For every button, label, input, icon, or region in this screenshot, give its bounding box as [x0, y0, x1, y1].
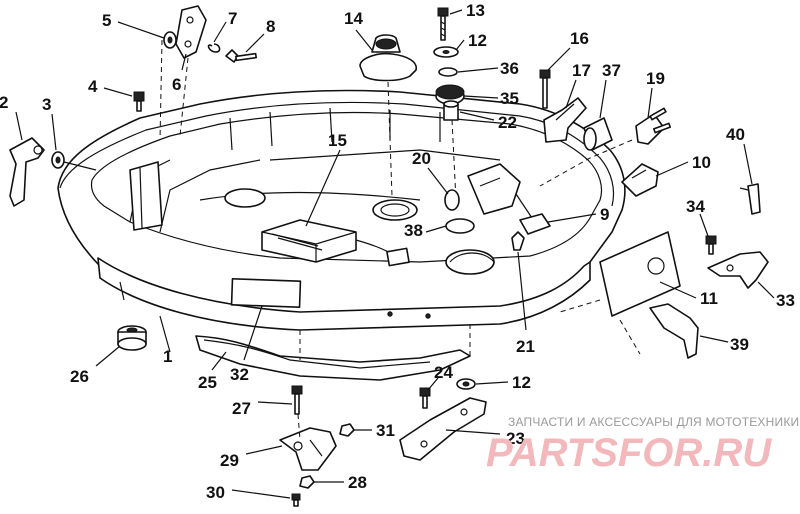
callout-28: 28 [348, 473, 367, 492]
callout-23: 23 [506, 429, 525, 448]
callout-19: 19 [646, 69, 665, 88]
callout-9: 9 [600, 205, 609, 224]
watermark: ЗАПЧАСТИ И АКСЕССУАРЫ ДЛЯ МОТОТЕХНИКИ PA… [486, 415, 799, 475]
screw-13 [437, 7, 449, 41]
dash-25 [299, 324, 471, 360]
bolt-8 [225, 49, 257, 63]
callout-13: 13 [466, 1, 485, 20]
callout-24: 24 [434, 363, 453, 382]
dash-11 [559, 299, 641, 355]
callout-16: 16 [570, 29, 589, 48]
callout-labels: 1 2 3 4 5 6 7 8 9 10 11 12 12 13 14 15 1… [0, 1, 795, 502]
callout-32: 32 [230, 365, 249, 384]
screw-34 [705, 235, 717, 255]
callout-8: 8 [266, 17, 275, 36]
callout-21: 21 [516, 337, 535, 356]
washer-3 [51, 151, 65, 169]
callout-33: 33 [776, 291, 795, 310]
screw-24 [419, 387, 431, 409]
callout-10: 10 [692, 153, 711, 172]
watermark-tagline: ЗАПЧАСТИ И АКСЕССУАРЫ ДЛЯ МОТОТЕХНИКИ [508, 415, 799, 429]
gasket-11 [599, 231, 681, 317]
callout-12-top: 12 [468, 31, 487, 50]
callout-35: 35 [500, 89, 519, 108]
mount-26 [117, 325, 147, 351]
callout-20: 20 [412, 149, 431, 168]
callout-30: 30 [206, 483, 225, 502]
callout-37: 37 [602, 61, 621, 80]
dash-27 [297, 413, 301, 441]
bracket-33 [707, 251, 769, 289]
screw-21 [511, 231, 525, 251]
callout-1: 1 [163, 347, 172, 366]
callout-36: 36 [500, 59, 519, 78]
bracket-23 [399, 397, 487, 461]
seal-strip-25 [195, 335, 471, 381]
grommet-20 [444, 189, 460, 211]
callout-26: 26 [70, 367, 89, 386]
washer-5 [163, 31, 177, 49]
callout-27: 27 [232, 399, 251, 418]
callout-25: 25 [198, 373, 217, 392]
callout-15: 15 [328, 131, 347, 150]
washer-12-top [433, 46, 459, 58]
dash-6 [179, 57, 189, 137]
callout-34: 34 [686, 197, 705, 216]
dash-19 [539, 139, 633, 187]
callout-6: 6 [172, 75, 181, 94]
label-plate [230, 278, 302, 308]
sleeve-22 [443, 100, 459, 121]
clip-7 [207, 43, 221, 53]
bracket-39 [649, 303, 699, 359]
callout-12-bottom: 12 [512, 373, 531, 392]
callout-7: 7 [228, 9, 237, 28]
pad-10 [621, 163, 659, 197]
callout-17: 17 [572, 61, 591, 80]
screw-30 [291, 493, 301, 507]
callout-39: 39 [730, 335, 749, 354]
callout-2: 2 [0, 93, 8, 112]
callout-3: 3 [42, 95, 51, 114]
filter-box [261, 219, 357, 263]
throttle-lever [9, 137, 45, 207]
connector-19 [635, 107, 672, 145]
leader-lines [15, 9, 775, 499]
washer-36 [438, 67, 458, 77]
connector-block [386, 247, 410, 267]
bracket-29 [279, 427, 337, 471]
bracket-17 [543, 97, 587, 143]
latch-plate-6 [175, 5, 207, 59]
leader-3 [63, 161, 97, 171]
clip-40 [739, 183, 761, 215]
callout-31: 31 [376, 421, 395, 440]
roller-37 [583, 117, 613, 151]
bolt-16 [539, 69, 551, 109]
grommet-38 [445, 218, 475, 234]
screw-27 [291, 385, 303, 415]
callout-11: 11 [700, 289, 718, 308]
callout-4: 4 [88, 77, 98, 96]
dash-22 [451, 119, 457, 201]
rubber-boot-14 [359, 34, 417, 82]
nut-31 [339, 423, 355, 437]
callout-5: 5 [102, 11, 111, 30]
callout-22: 22 [498, 113, 517, 132]
screw-4 [133, 91, 145, 112]
lower-engine-cover [57, 89, 626, 331]
dash-5 [159, 39, 163, 141]
callout-14: 14 [344, 9, 363, 28]
callout-40: 40 [726, 125, 745, 144]
callout-29: 29 [220, 451, 239, 470]
nut-28 [299, 475, 315, 489]
callout-38: 38 [404, 221, 423, 240]
bracket-9 [467, 163, 551, 235]
dash-14 [387, 81, 393, 197]
washer-12-bottom [456, 378, 476, 390]
watermark-logo: PARTSFOR.RU [486, 431, 772, 475]
